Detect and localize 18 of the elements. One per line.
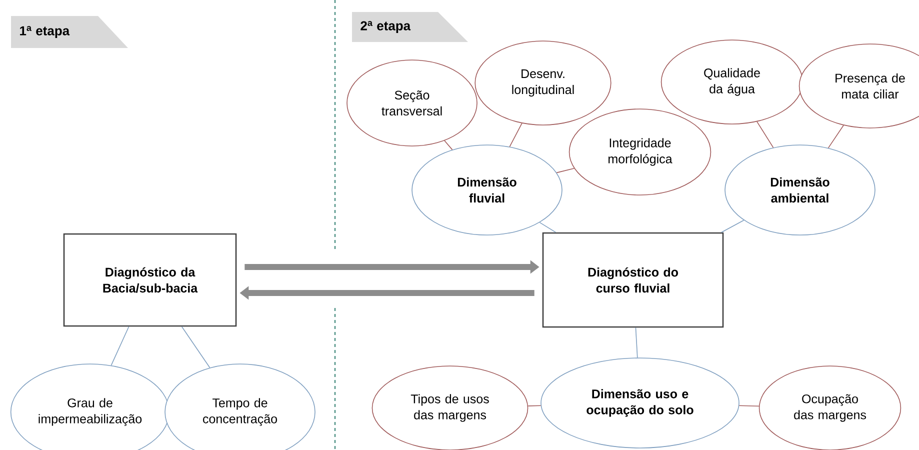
node-label: Presença de mata ciliar (836, 73, 905, 99)
process-box: Diagnóstico do curso fluvial (542, 232, 724, 328)
connector-line (721, 220, 744, 233)
node-label: Tempo de concentração (203, 398, 277, 426)
connector-line (738, 405, 760, 407)
process-box: Diagnóstico da Bacia/sub-bacia (63, 233, 237, 327)
connector-line (528, 405, 542, 406)
stage-tag: 2$^{a}$ etapa (352, 12, 468, 42)
connector-line (444, 140, 453, 150)
connector-line (635, 327, 638, 358)
stage-tag: 1$^{a}$ etapa (11, 16, 128, 48)
connector-line (539, 222, 556, 233)
connector-line (556, 168, 575, 174)
connector-line (756, 121, 774, 148)
connector-line (509, 122, 522, 148)
connector-line (110, 326, 130, 366)
connector-line (828, 124, 844, 148)
connector-line (181, 326, 210, 368)
